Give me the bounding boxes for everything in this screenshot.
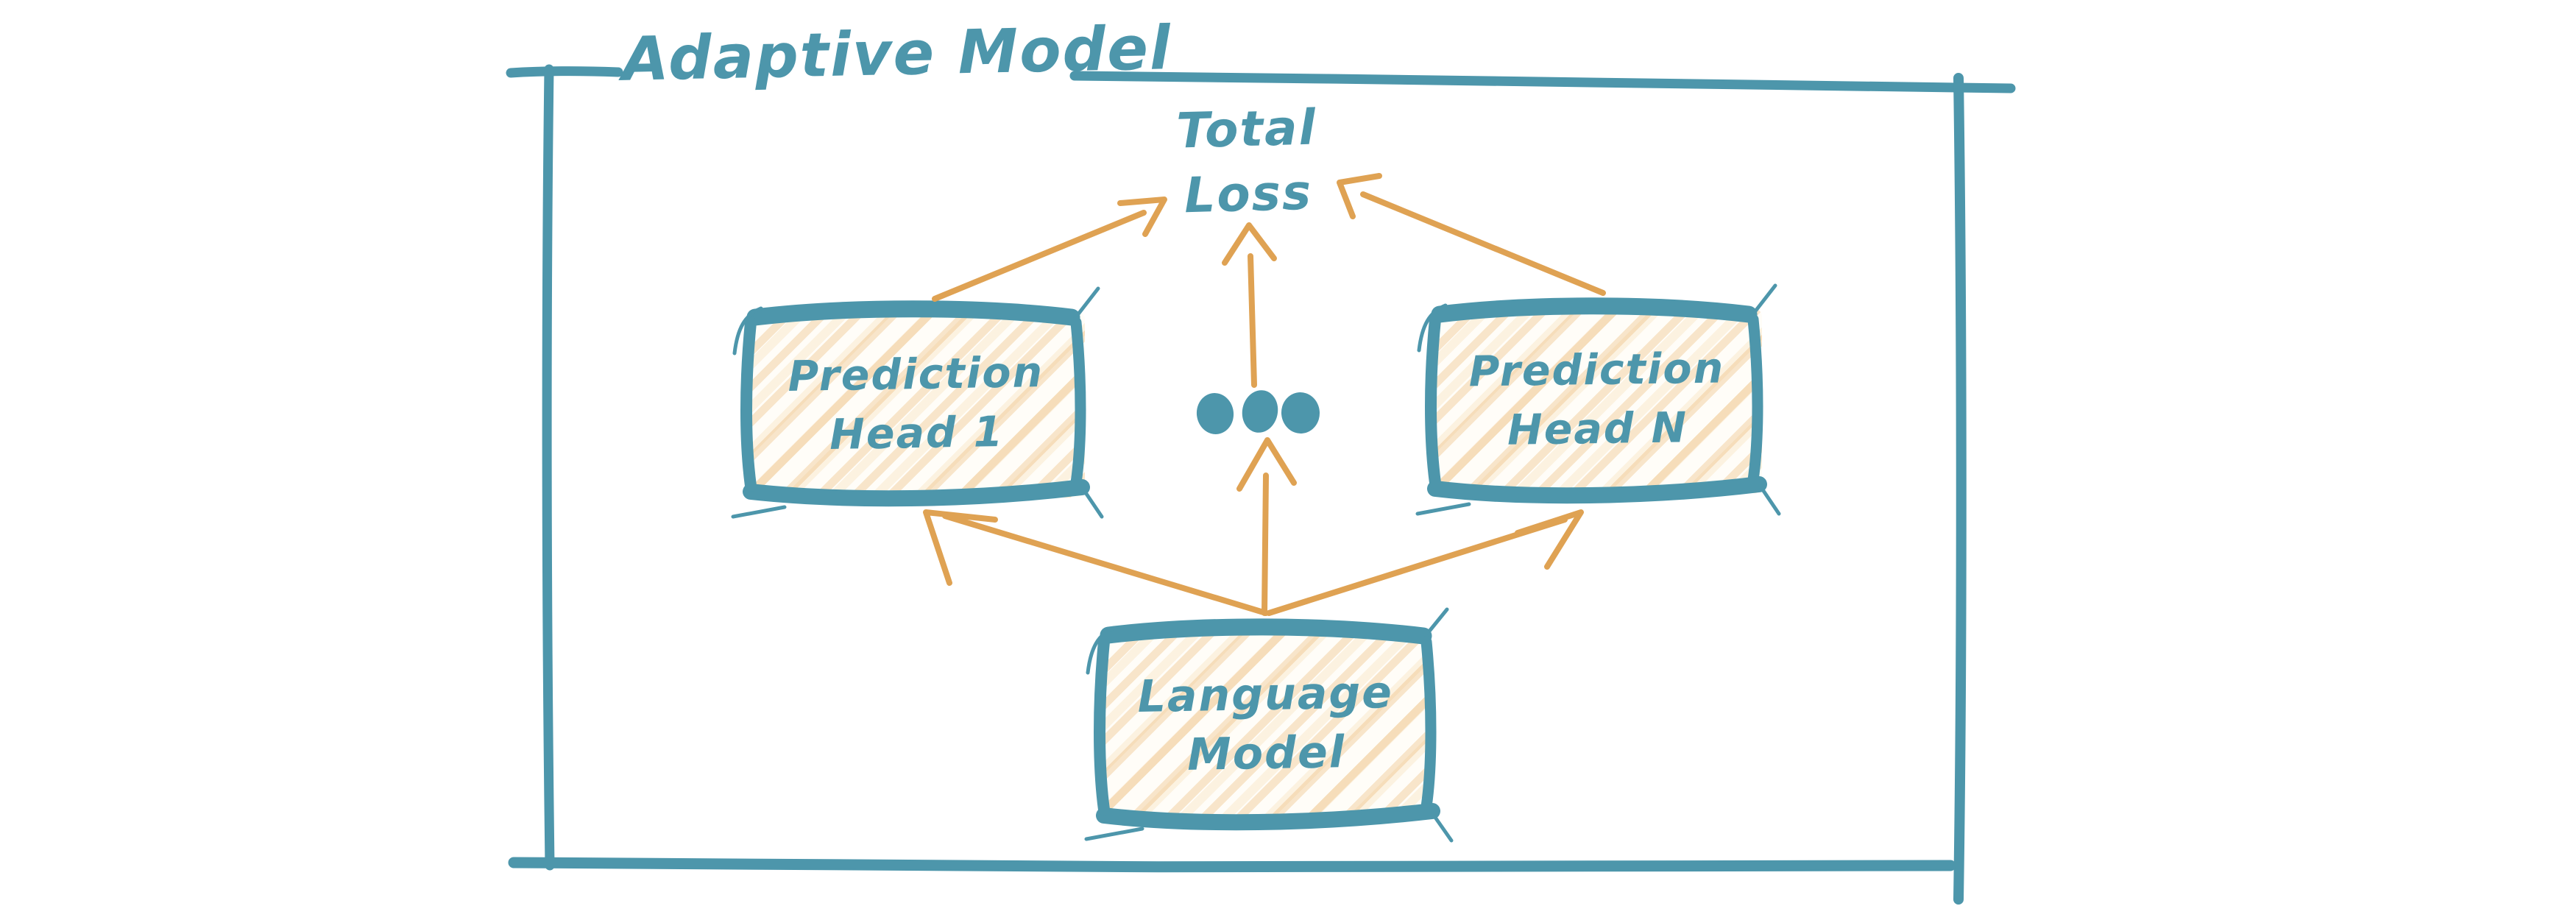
language-model-label: Language Model — [1095, 623, 1437, 826]
prediction-head-1-line2: Head 1 — [829, 407, 1005, 460]
arrow-lm-to-phn — [1266, 509, 1584, 616]
prediction-head-1-label: Prediction Head 1 — [742, 305, 1091, 503]
diagram-title: Adaptive Model — [621, 13, 1172, 95]
ellipsis-dots — [1196, 390, 1320, 434]
frame-bottom-line — [508, 857, 1956, 874]
frame-left-line — [542, 64, 555, 871]
total-loss-line2: Loss — [1183, 163, 1314, 224]
ellipsis-dot-2 — [1242, 390, 1278, 433]
total-loss-line1: Total — [1175, 99, 1318, 160]
language-model-line2: Model — [1186, 726, 1346, 781]
prediction-head-n-label: Prediction Head N — [1426, 301, 1768, 498]
language-model-line1: Language — [1137, 666, 1394, 723]
arrow-lm-to-ph1 — [923, 509, 1269, 616]
total-loss-label: Total Loss — [1117, 93, 1378, 230]
ellipsis-dot-3 — [1281, 392, 1320, 434]
frame-top-right-segment — [1069, 71, 2016, 93]
frame-top-left-segment — [506, 66, 623, 78]
prediction-head-n-line2: Head N — [1507, 403, 1688, 455]
language-model-box — [1103, 630, 1429, 820]
frame-right-line — [1953, 73, 1967, 905]
ellipsis-dot-1 — [1196, 393, 1234, 434]
arrow-ellipsis-to-total-loss — [1222, 222, 1277, 388]
prediction-head-1-box — [749, 312, 1085, 498]
prediction-head-n-line1: Prediction — [1468, 344, 1725, 397]
prediction-head-n-box — [1434, 309, 1762, 493]
arrow-lm-to-ellipsis — [1236, 437, 1297, 616]
arrow-phn-to-total-loss — [1337, 173, 1606, 296]
prediction-head-1-line1: Prediction — [788, 347, 1044, 402]
